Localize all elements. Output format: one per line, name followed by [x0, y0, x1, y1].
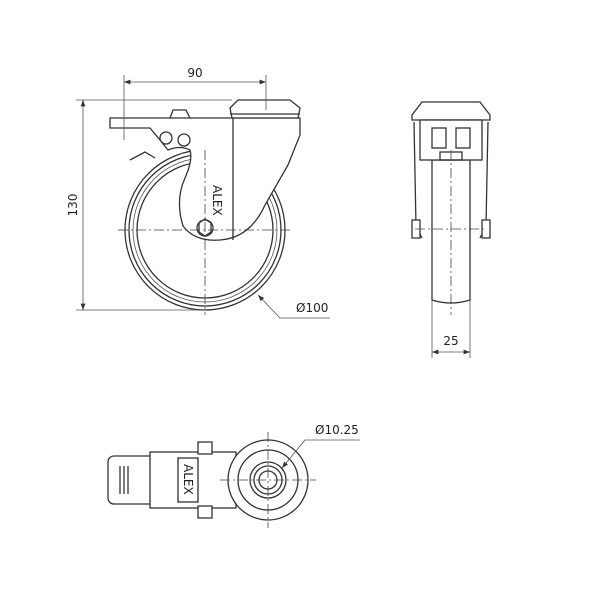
brand-logo-top: ALEX — [181, 464, 195, 495]
dim-height-label: 130 — [66, 194, 80, 217]
side-view: 25 — [411, 101, 491, 358]
dim-wheel-width-label: 25 — [443, 334, 458, 348]
dim-bolt-hole-label: Ø10.25 — [315, 423, 359, 437]
dim-width-label: 90 — [187, 66, 202, 80]
dim-wheel-diameter-label: Ø100 — [296, 301, 328, 315]
front-view: ALEX 90 130 Ø100 — [66, 66, 330, 319]
brand-logo: ALEX — [210, 185, 224, 216]
top-view: ALEX Ø10.25 — [107, 423, 360, 528]
